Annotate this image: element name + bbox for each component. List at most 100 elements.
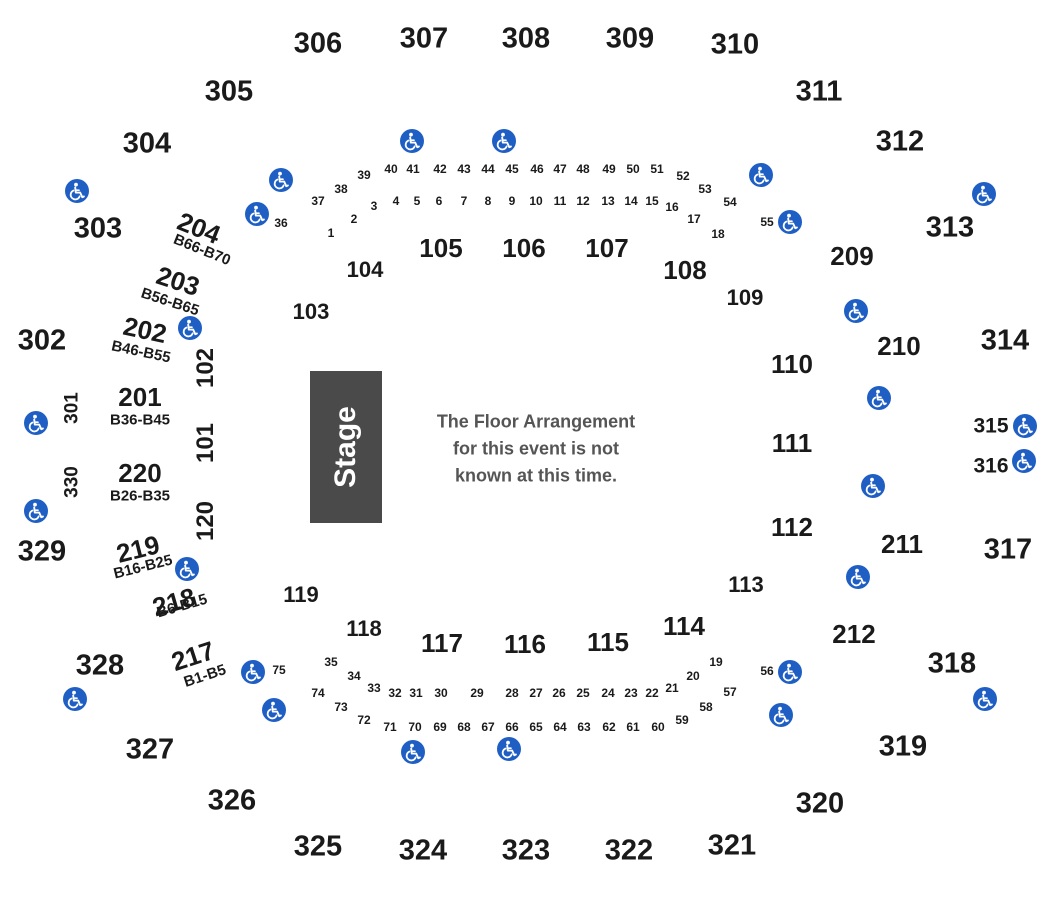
box-57[interactable]: 57 bbox=[723, 685, 737, 699]
box-34[interactable]: 34 bbox=[347, 669, 361, 683]
section-305[interactable]: 305 bbox=[204, 75, 254, 108]
box-33[interactable]: 33 bbox=[367, 681, 381, 695]
box-42[interactable]: 42 bbox=[433, 162, 447, 176]
section-303[interactable]: 303 bbox=[73, 212, 123, 245]
box-39[interactable]: 39 bbox=[357, 168, 371, 182]
section-329[interactable]: 329 bbox=[17, 535, 67, 568]
section-114[interactable]: 114 bbox=[663, 611, 705, 641]
box-26[interactable]: 26 bbox=[552, 686, 566, 700]
box-46[interactable]: 46 bbox=[530, 162, 544, 176]
box-63[interactable]: 63 bbox=[577, 720, 591, 734]
section-318[interactable]: 318 bbox=[927, 647, 977, 680]
section-106[interactable]: 106 bbox=[502, 233, 546, 263]
section-116[interactable]: 116 bbox=[504, 629, 546, 659]
box-37[interactable]: 37 bbox=[311, 194, 325, 208]
box-6[interactable]: 6 bbox=[435, 194, 443, 208]
section-220-range[interactable]: B26-B35 bbox=[109, 487, 171, 505]
box-69[interactable]: 69 bbox=[433, 720, 447, 734]
section-111[interactable]: 111 bbox=[771, 428, 813, 458]
box-13[interactable]: 13 bbox=[601, 194, 615, 208]
box-10[interactable]: 10 bbox=[529, 194, 543, 208]
box-70[interactable]: 70 bbox=[408, 720, 422, 734]
box-2[interactable]: 2 bbox=[350, 212, 358, 226]
box-61[interactable]: 61 bbox=[626, 720, 640, 734]
box-47[interactable]: 47 bbox=[553, 162, 567, 176]
section-327[interactable]: 327 bbox=[125, 733, 175, 766]
box-72[interactable]: 72 bbox=[357, 713, 371, 727]
box-62[interactable]: 62 bbox=[602, 720, 616, 734]
box-24[interactable]: 24 bbox=[601, 686, 615, 700]
section-323[interactable]: 323 bbox=[501, 834, 551, 867]
section-201[interactable]: 201 bbox=[118, 382, 162, 412]
section-301[interactable]: 301 bbox=[56, 392, 88, 424]
box-59[interactable]: 59 bbox=[675, 713, 689, 727]
section-325[interactable]: 325 bbox=[293, 830, 343, 863]
box-11[interactable]: 11 bbox=[553, 194, 567, 208]
section-315[interactable]: 315 bbox=[973, 414, 1009, 438]
section-109[interactable]: 109 bbox=[726, 285, 764, 310]
section-324[interactable]: 324 bbox=[398, 834, 448, 867]
section-306[interactable]: 306 bbox=[293, 27, 343, 60]
box-19[interactable]: 19 bbox=[709, 655, 723, 669]
section-201-range[interactable]: B36-B45 bbox=[109, 411, 171, 429]
section-202-range[interactable]: B46-B55 bbox=[110, 337, 172, 366]
section-320[interactable]: 320 bbox=[795, 787, 845, 820]
box-31[interactable]: 31 bbox=[409, 686, 423, 700]
box-68[interactable]: 68 bbox=[457, 720, 471, 734]
section-326[interactable]: 326 bbox=[207, 784, 257, 817]
box-23[interactable]: 23 bbox=[624, 686, 638, 700]
section-302[interactable]: 302 bbox=[17, 324, 67, 357]
box-27[interactable]: 27 bbox=[529, 686, 543, 700]
box-38[interactable]: 38 bbox=[334, 182, 348, 196]
box-30[interactable]: 30 bbox=[434, 686, 448, 700]
box-12[interactable]: 12 bbox=[576, 194, 590, 208]
box-49[interactable]: 49 bbox=[602, 162, 616, 176]
section-119[interactable]: 119 bbox=[283, 582, 319, 607]
box-67[interactable]: 67 bbox=[481, 720, 495, 734]
box-50[interactable]: 50 bbox=[626, 162, 640, 176]
box-41[interactable]: 41 bbox=[406, 162, 420, 176]
section-218-range[interactable]: B6-B15 bbox=[155, 591, 209, 622]
section-112[interactable]: 112 bbox=[771, 512, 813, 542]
section-212[interactable]: 212 bbox=[832, 619, 876, 649]
box-17[interactable]: 17 bbox=[687, 212, 701, 226]
box-36[interactable]: 36 bbox=[274, 216, 288, 230]
section-108[interactable]: 108 bbox=[663, 255, 707, 285]
box-53[interactable]: 53 bbox=[698, 182, 712, 196]
box-71[interactable]: 71 bbox=[383, 720, 397, 734]
section-307[interactable]: 307 bbox=[399, 22, 449, 55]
box-54[interactable]: 54 bbox=[723, 195, 737, 209]
section-102[interactable]: 102 bbox=[186, 348, 226, 388]
section-209[interactable]: 209 bbox=[830, 241, 874, 271]
box-3[interactable]: 3 bbox=[370, 199, 378, 213]
box-29[interactable]: 29 bbox=[470, 686, 484, 700]
section-319[interactable]: 319 bbox=[878, 730, 928, 763]
box-51[interactable]: 51 bbox=[650, 162, 664, 176]
box-75[interactable]: 75 bbox=[272, 663, 286, 677]
section-118[interactable]: 118 bbox=[346, 616, 382, 641]
box-8[interactable]: 8 bbox=[484, 194, 492, 208]
box-28[interactable]: 28 bbox=[505, 686, 519, 700]
box-5[interactable]: 5 bbox=[413, 194, 421, 208]
box-4[interactable]: 4 bbox=[392, 194, 400, 208]
section-328[interactable]: 328 bbox=[75, 649, 125, 682]
box-58[interactable]: 58 bbox=[699, 700, 713, 714]
box-65[interactable]: 65 bbox=[529, 720, 543, 734]
box-1[interactable]: 1 bbox=[327, 226, 335, 240]
box-60[interactable]: 60 bbox=[651, 720, 665, 734]
section-317[interactable]: 317 bbox=[983, 533, 1033, 566]
box-14[interactable]: 14 bbox=[624, 194, 638, 208]
section-107[interactable]: 107 bbox=[585, 233, 629, 263]
box-48[interactable]: 48 bbox=[576, 162, 590, 176]
box-73[interactable]: 73 bbox=[334, 700, 348, 714]
stage[interactable]: Stage bbox=[310, 371, 382, 523]
box-7[interactable]: 7 bbox=[460, 194, 468, 208]
section-314[interactable]: 314 bbox=[980, 324, 1030, 357]
box-64[interactable]: 64 bbox=[553, 720, 567, 734]
box-43[interactable]: 43 bbox=[457, 162, 471, 176]
section-202[interactable]: 202 bbox=[121, 311, 170, 349]
section-313[interactable]: 313 bbox=[925, 211, 975, 244]
section-120[interactable]: 120 bbox=[186, 501, 226, 541]
box-45[interactable]: 45 bbox=[505, 162, 519, 176]
section-203-range[interactable]: B56-B65 bbox=[139, 285, 201, 320]
